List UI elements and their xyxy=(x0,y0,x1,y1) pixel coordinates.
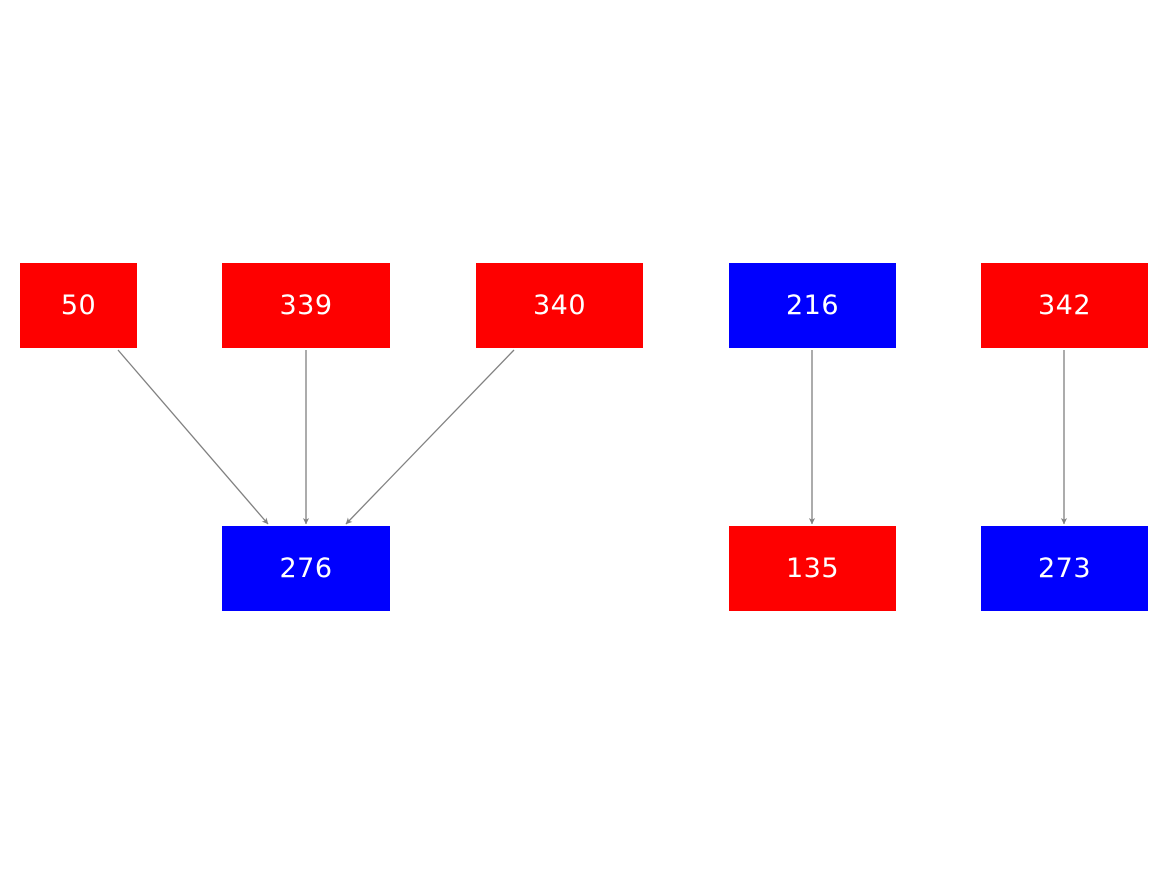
node-label: 135 xyxy=(785,553,840,584)
node-label: 50 xyxy=(60,290,97,321)
node-135[interactable]: 135 xyxy=(729,526,896,611)
node-276[interactable]: 276 xyxy=(222,526,390,611)
node-273[interactable]: 273 xyxy=(981,526,1148,611)
node-label: 273 xyxy=(1037,553,1092,584)
node-label: 276 xyxy=(279,553,333,584)
node-216[interactable]: 216 xyxy=(729,263,896,348)
node-label: 342 xyxy=(1037,290,1092,321)
node-label: 216 xyxy=(785,290,840,321)
node-50[interactable]: 50 xyxy=(20,263,137,348)
edges-group xyxy=(117,349,1068,525)
edge-50-to-276 xyxy=(117,349,269,525)
edge-340-to-276 xyxy=(345,349,515,525)
node-label: 340 xyxy=(532,290,587,321)
node-342[interactable]: 342 xyxy=(981,263,1148,348)
node-340[interactable]: 340 xyxy=(476,263,643,348)
node-339[interactable]: 339 xyxy=(222,263,390,348)
node-label: 339 xyxy=(279,290,333,321)
